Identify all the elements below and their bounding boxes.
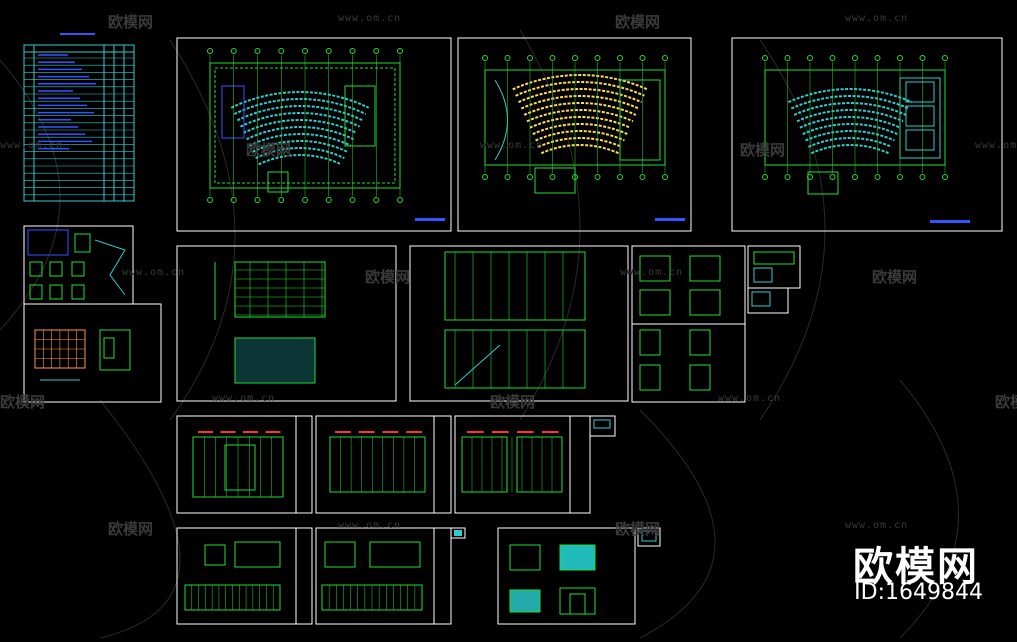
sheet-detail-5 [747,245,801,314]
watermark-url: www.om.cn [338,13,402,24]
watermark-brand: 欧模网 [365,268,411,286]
sheet-floor-plan-2 [457,37,692,232]
watermark-brand: 欧模网 [615,13,661,31]
sheet-bottom-small-2 [637,527,661,547]
watermark-url: www.om.cn [212,393,276,404]
sheet-section-3 [454,415,591,514]
watermark-brand: 欧模网 [108,13,154,31]
watermark-brand: 欧模网 [246,141,292,159]
sheet-bottom-small [450,527,466,539]
sheet-section-1 [176,415,313,514]
watermark-brand: 欧模网 [0,393,46,411]
sheet-section-2 [315,415,452,514]
sheet-ceiling-plan [731,37,1003,232]
sheet-bottom-1 [176,527,313,625]
sheet-floor-plan-1 [176,37,452,232]
watermark-url: www.om.cn [620,267,684,278]
sheet-detail-4 [631,323,746,403]
sheet-detail-small-2 [23,303,162,403]
watermark-url: www.om.cn [122,267,186,278]
watermark-arcs [0,29,959,639]
drawing-index-table [23,33,135,202]
watermark-url: www.om.cn [718,393,782,404]
watermark-url: www.om.cn [0,140,64,151]
watermark-url: www.om.cn [845,13,909,24]
watermark-brand: 欧模网 [615,520,661,538]
brand-logo-text: 欧模网 [853,544,979,590]
watermark-url: www.om.cn [845,520,909,531]
sheet-section-small [589,415,616,437]
watermark-brand: 欧模网 [740,141,786,159]
watermark-url: www.om.cn [975,140,1017,151]
watermark-url: www.om.cn [480,140,544,151]
sheet-bottom-3 [497,527,636,625]
sheet-elevation-1 [176,245,397,402]
sheet-elevation-2 [409,245,629,402]
watermark-brand: 欧模网 [490,393,536,411]
watermark-url: www.om.cn [338,520,402,531]
model-id-label: ID:1649844 [854,580,983,605]
watermark-brand: 欧模网 [872,268,918,286]
watermark-brand: 欧模网 [995,393,1017,411]
sheet-bottom-2 [315,527,452,625]
watermark-brand: 欧模网 [108,520,154,538]
